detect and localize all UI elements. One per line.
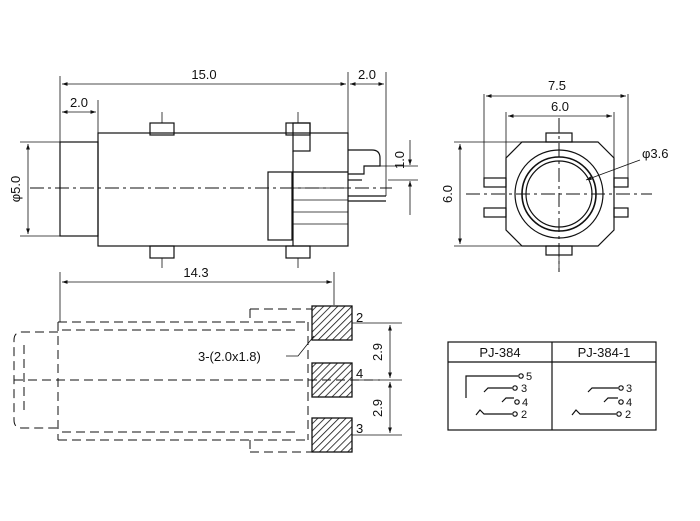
right-pin-4: 4: [626, 397, 632, 409]
pin-table: PJ-384 PJ-384-1 5 3 4 2 3 4 2: [447, 341, 657, 431]
dim-phi3-6-label: φ3.6: [642, 146, 669, 161]
table-header-pj384-1: PJ-384-1: [578, 345, 631, 360]
rear-tail: [348, 149, 381, 175]
terminal-block: [267, 171, 293, 241]
dim-6-vertical-label: 6.0: [440, 185, 455, 203]
left-pin-3: 3: [521, 383, 527, 395]
pitch-b-label: 2.9: [370, 399, 385, 417]
pad-4: [311, 362, 353, 398]
left-pin-4: 4: [522, 397, 528, 409]
front-cap: [59, 141, 99, 237]
pad-label-3: 3: [356, 421, 363, 436]
table-header-pj384: PJ-384: [479, 345, 520, 360]
bottom-pin-left: [149, 245, 175, 259]
spring-contact-5: [465, 375, 474, 398]
dim-1-label: 1.0: [392, 151, 407, 169]
bottom-view: 14.3 2 4 3 3-(2.0x1.8) 2.9 2.9: [13, 265, 402, 453]
right-pin-3: 3: [626, 383, 632, 395]
pad-spec-label: 3-(2.0x1.8): [198, 349, 261, 364]
pad-label-4: 4: [356, 366, 363, 381]
bottom-pin-right: [285, 245, 311, 259]
main-body: [97, 132, 349, 247]
dim-2-front-label: 2.0: [70, 95, 88, 110]
dim-phi5-label: φ5.0: [8, 176, 23, 203]
side-view: 15.0 2.0 2.0 φ5.0 1.0: [8, 67, 418, 268]
dim-2-tail-label: 2.0: [358, 67, 376, 82]
pad-2: [311, 305, 353, 341]
left-pin-5: 5: [526, 371, 532, 383]
right-pin-2: 2: [625, 409, 631, 421]
dim-6-label: 6.0: [551, 99, 569, 114]
front-view: 7.5 6.0 6.0 φ3.6: [440, 78, 669, 272]
pad-3: [311, 417, 353, 453]
dim-14-3-label: 14.3: [183, 265, 208, 280]
dim-15-label: 15.0: [191, 67, 216, 82]
left-pin-2: 2: [521, 409, 527, 421]
dim-7-5-label: 7.5: [548, 78, 566, 93]
pad-label-2: 2: [356, 310, 363, 325]
pitch-a-label: 2.9: [370, 343, 385, 361]
